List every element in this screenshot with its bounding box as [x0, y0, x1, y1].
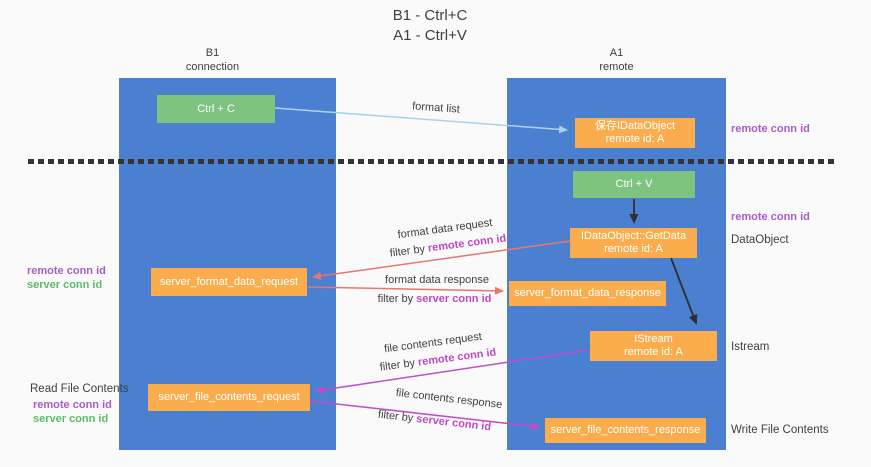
- getdata-line2: remote id: A: [604, 243, 663, 255]
- lane-b1-subtitle: connection: [185, 61, 240, 73]
- dataobject-label: DataObject: [731, 234, 789, 246]
- server-format-data-response-node: server_format_data_response: [509, 281, 666, 306]
- filter-by-text: filter by: [379, 356, 419, 374]
- server-file-contents-response-label: server_file_contents_response: [550, 424, 701, 436]
- server-file-contents-response-node: server_file_contents_response: [545, 418, 706, 443]
- format-list-edge-label: format list: [411, 100, 461, 116]
- title-line-2: A1 - Ctrl+V: [393, 27, 467, 44]
- istream-side-label: Istream: [731, 341, 770, 353]
- istream-line2: remote id: A: [624, 346, 683, 358]
- remote-conn-id-label-mid-right: remote conn id: [731, 211, 810, 223]
- server-conn-id-label-left-format: server conn id: [27, 279, 103, 291]
- lane-b1-name: B1: [205, 47, 220, 59]
- read-file-contents-label: Read File Contents: [30, 383, 129, 395]
- lane-header-b1: B1 connection: [104, 46, 321, 74]
- save-idataobject-line1: 保存IDataObject: [594, 120, 676, 132]
- idataobject-getdata-node: IDataObject::GetData remote id: A: [570, 228, 697, 258]
- istream-line1: IStream: [634, 333, 673, 345]
- server-format-data-response-label: server_format_data_response: [514, 287, 661, 299]
- ctrl-c-label: Ctrl + C: [197, 102, 235, 115]
- getdata-line1: IDataObject::GetData: [580, 230, 687, 242]
- remote-conn-id-label-left-format: remote conn id: [27, 265, 106, 277]
- filter-by-text: filter by: [377, 408, 417, 425]
- lane-a1-name: A1: [609, 47, 624, 59]
- left-format-id-labels: remote conn id server conn id: [27, 264, 106, 292]
- server-conn-id-label-left-file: server conn id: [33, 413, 109, 425]
- title-line-1: B1 - Ctrl+C: [392, 7, 468, 24]
- server-file-contents-request-node: server_file_contents_request: [148, 384, 310, 411]
- save-idataobject-node: 保存IDataObject remote id: A: [575, 118, 695, 148]
- left-file-id-labels: remote conn id server conn id: [33, 398, 112, 426]
- diagram-title: B1 - Ctrl+C A1 - Ctrl+V: [330, 6, 530, 46]
- filter-by-text: filter by: [377, 293, 417, 305]
- format-data-response-edge-label: format data response: [385, 274, 489, 286]
- lane-header-a1: A1 remote: [508, 46, 725, 74]
- server-conn-id-key: server conn id: [416, 293, 492, 305]
- remote-conn-id-key: remote conn id: [417, 346, 497, 369]
- save-idataobject-line2: remote id: A: [605, 133, 665, 145]
- lane-a1-subtitle: remote: [599, 61, 634, 73]
- remote-conn-id-label-left-file: remote conn id: [33, 399, 112, 411]
- ctrl-v-node: Ctrl + V: [573, 171, 695, 198]
- remote-conn-id-label-top-right: remote conn id: [731, 123, 810, 135]
- server-format-data-request-node: server_format_data_request: [151, 268, 307, 296]
- istream-node: IStream remote id: A: [590, 331, 717, 361]
- server-file-contents-request-label: server_file_contents_request: [158, 391, 300, 403]
- phase-separator-dashed-line: [28, 159, 838, 164]
- server-format-data-request-label: server_format_data_request: [159, 275, 299, 288]
- format-data-response-arrow: [307, 286, 504, 295]
- write-file-contents-label: Write File Contents: [731, 424, 829, 436]
- ctrl-v-label: Ctrl + V: [615, 178, 653, 190]
- format-data-response-filter-label: filter by server conn id: [347, 293, 522, 305]
- ctrl-c-node: Ctrl + C: [157, 95, 275, 123]
- server-conn-id-key: server conn id: [415, 412, 492, 434]
- filter-by-text: filter by: [389, 242, 429, 260]
